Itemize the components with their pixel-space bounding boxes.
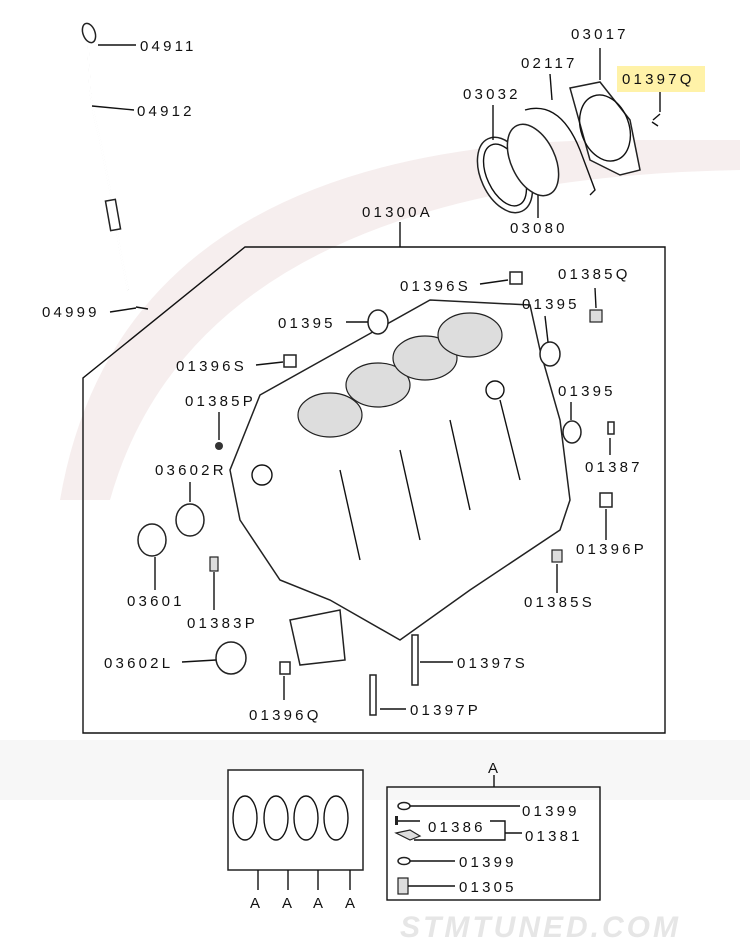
label-01396p: 01396P bbox=[576, 541, 647, 558]
label-01305: 01305 bbox=[459, 879, 517, 896]
label-01396s-top: 01396S bbox=[400, 278, 471, 295]
label-01395-right: 01395 bbox=[522, 296, 580, 313]
highlight-marker bbox=[617, 66, 705, 92]
label-01383p: 01383P bbox=[187, 615, 258, 632]
label-01395-mid: 01395 bbox=[558, 383, 616, 400]
label-03017: 03017 bbox=[571, 26, 629, 43]
cylinder-block bbox=[229, 299, 571, 666]
label-01396s-left: 01396S bbox=[176, 358, 247, 375]
label-01397s: 01397S bbox=[457, 655, 528, 672]
label-01396q: 01396Q bbox=[249, 707, 322, 724]
rear-oil-seal-assembly bbox=[476, 81, 661, 214]
label-01387: 01387 bbox=[585, 459, 643, 476]
marker-a-2: A bbox=[282, 895, 295, 912]
watermark-background bbox=[0, 140, 750, 800]
label-01300a: 01300A bbox=[362, 204, 433, 221]
label-01399-bottom: 01399 bbox=[459, 854, 517, 871]
label-01385q: 01385Q bbox=[558, 266, 631, 283]
label-03601: 03601 bbox=[127, 593, 185, 610]
watermark-logo: STMTUNED.COM bbox=[400, 911, 681, 944]
label-02117: 02117 bbox=[521, 55, 578, 72]
detail-a-parts bbox=[394, 801, 522, 895]
marker-a-3: A bbox=[313, 895, 326, 912]
label-03602l: 03602L bbox=[104, 655, 173, 672]
label-03032: 03032 bbox=[463, 86, 521, 103]
label-01395-left: 01395 bbox=[278, 315, 336, 332]
label-01386: 01386 bbox=[428, 819, 486, 836]
label-01399-top: 01399 bbox=[522, 803, 580, 820]
label-04912: 04912 bbox=[137, 103, 195, 120]
label-03080: 03080 bbox=[510, 220, 568, 237]
label-01397p: 01397P bbox=[410, 702, 481, 719]
block-bottom-view bbox=[227, 769, 364, 890]
marker-a-4: A bbox=[345, 895, 358, 912]
detail-a-title: A bbox=[488, 760, 501, 777]
label-01381: 01381 bbox=[525, 828, 583, 845]
label-04911: 04911 bbox=[140, 38, 197, 55]
label-01397q: 01397Q bbox=[622, 71, 695, 88]
label-01385p: 01385P bbox=[185, 393, 256, 410]
label-03602r: 03602R bbox=[155, 462, 227, 479]
block-assembly-frame bbox=[82, 246, 666, 734]
label-01385s: 01385S bbox=[524, 594, 595, 611]
oil-dipstick bbox=[81, 22, 149, 310]
marker-a-1: A bbox=[250, 895, 263, 912]
label-04999: 04999 bbox=[42, 304, 100, 321]
